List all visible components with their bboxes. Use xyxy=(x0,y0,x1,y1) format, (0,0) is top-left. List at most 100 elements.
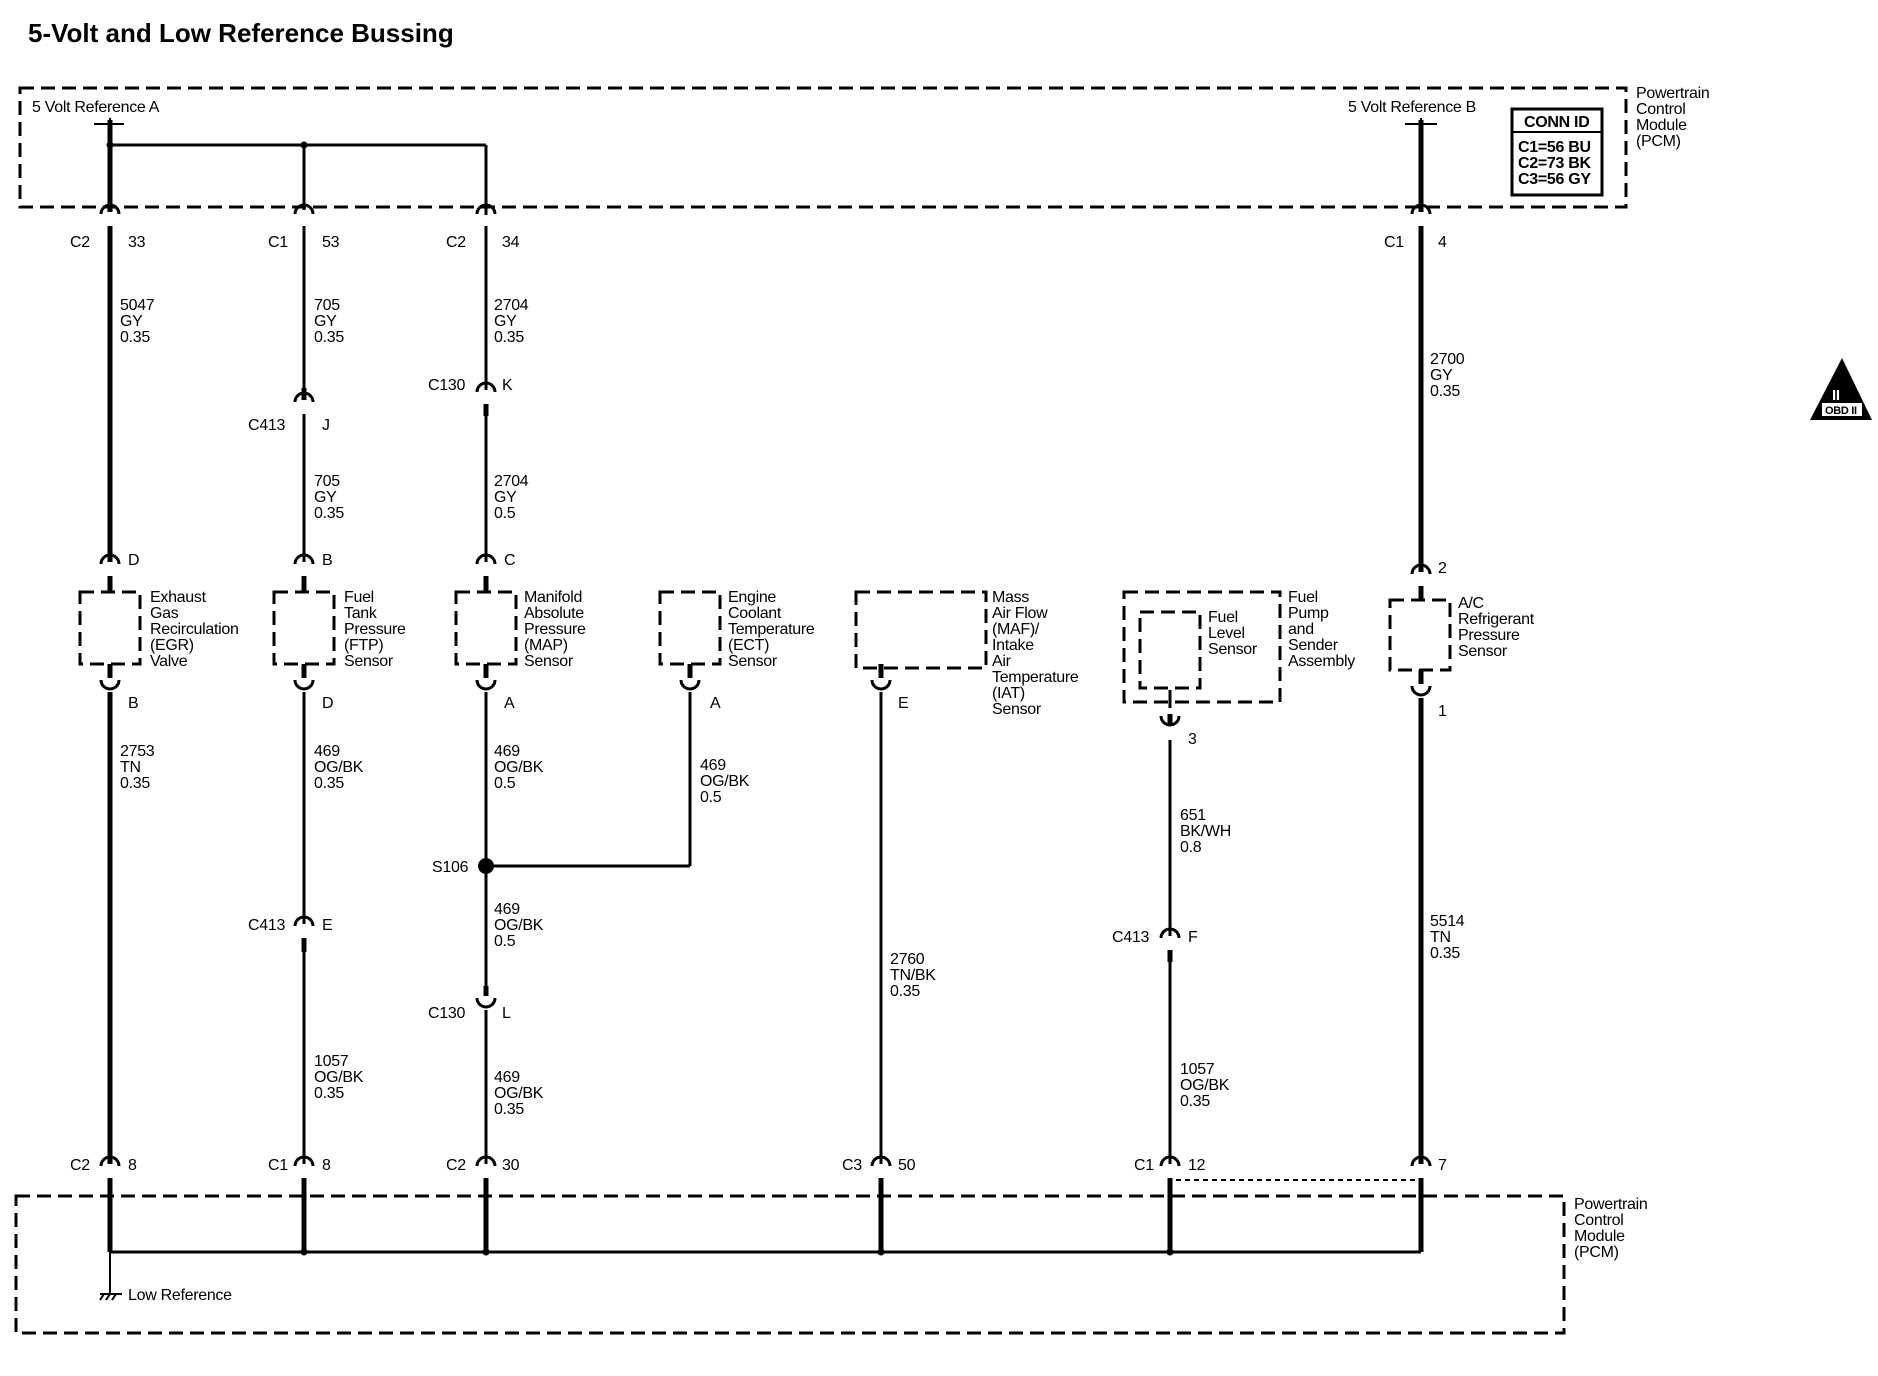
wire-color: GY xyxy=(120,313,143,330)
sensor-pin: C xyxy=(504,552,515,569)
splice-s106-dot xyxy=(478,858,494,874)
pcm-bottom-label-1: Powertrain xyxy=(1574,1196,1647,1213)
component-label: Temperature xyxy=(728,621,815,638)
wire-circuit: 469 xyxy=(700,757,726,774)
connector-id: C2 xyxy=(70,234,90,251)
wire-size: 0.35 xyxy=(314,1085,344,1102)
component-label: (MAF)/ xyxy=(992,621,1040,638)
inline-connector-labels: C413 J C130 K C413 E C130 L C413 F xyxy=(248,377,1198,1022)
fuel-level-sensor: Fuel Level Sensor xyxy=(1138,609,1258,690)
ground-icon xyxy=(99,1293,122,1301)
sensor-pin: B xyxy=(128,695,138,712)
component-label: Refrigerant xyxy=(1458,611,1535,628)
connector-id: C2 xyxy=(70,1157,90,1174)
conn-id-table: CONN ID C1=56 BU C2=73 BK C3=56 GY xyxy=(1510,107,1604,197)
sensor-pin: E xyxy=(898,695,908,712)
wire-color: GY xyxy=(494,489,517,506)
connector-pin: 30 xyxy=(502,1157,520,1174)
wire-size: 0.35 xyxy=(1430,945,1460,962)
obd-ii-glyph: II xyxy=(1832,387,1840,404)
pcm-top-label-3: Module xyxy=(1636,117,1687,134)
component-label: Recirculation xyxy=(150,621,239,638)
wire-circuit: 2760 xyxy=(890,951,925,968)
wire-circuit: 1057 xyxy=(1180,1061,1215,1078)
sensor-pin: B xyxy=(322,552,332,569)
conn-id-row: C2=73 BK xyxy=(1518,155,1591,172)
component-label: Manifold xyxy=(524,589,582,606)
component-label: Sensor xyxy=(1208,641,1258,658)
connector-pin: 8 xyxy=(322,1157,331,1174)
obd-ii-label: OBD II xyxy=(1825,405,1857,417)
map-sensor: Manifold Absolute Pressure (MAP) Sensor xyxy=(454,589,586,670)
conn-id-header: CONN ID xyxy=(1524,114,1589,131)
wire-size: 0.35 xyxy=(494,329,524,346)
sensor-pin: A xyxy=(710,695,721,712)
ref-b-label: 5 Volt Reference B xyxy=(1348,99,1476,116)
component-label: Air xyxy=(992,653,1012,670)
top-connector-labels: C2 33 C1 53 C2 34 C1 4 xyxy=(70,234,1447,251)
wire-color: GY xyxy=(314,489,337,506)
inline-connector-pin: F xyxy=(1188,929,1198,946)
wire-color: OG/BK xyxy=(494,917,544,934)
pcm-top-label-1: Powertrain xyxy=(1636,85,1709,102)
component-label: Fuel xyxy=(1208,609,1238,626)
ref-a-label: 5 Volt Reference A xyxy=(32,99,160,116)
wire-color: GY xyxy=(314,313,337,330)
ect-sensor: Engine Coolant Temperature (ECT) Sensor xyxy=(658,589,815,670)
component-label: Coolant xyxy=(728,605,782,622)
component-label: Level xyxy=(1208,625,1245,642)
connector-id: C1 xyxy=(1134,1157,1154,1174)
wire-size: 0.35 xyxy=(120,775,150,792)
connector-pin: 33 xyxy=(128,234,146,251)
wire-circuit: 2704 xyxy=(494,473,529,490)
component-label: Sensor xyxy=(992,701,1042,718)
wire-circuit: 5514 xyxy=(1430,913,1465,930)
pcm-top-label-4: (PCM) xyxy=(1636,133,1681,150)
connector-id: C1 xyxy=(1384,234,1404,251)
inline-connector-id: C413 xyxy=(1112,929,1149,946)
connector-id: C2 xyxy=(446,234,466,251)
wire-size: 0.5 xyxy=(494,933,516,950)
component-label: (ECT) xyxy=(728,637,769,654)
component-label: Sensor xyxy=(524,653,574,670)
component-label: Mass xyxy=(992,589,1029,606)
connector-pin: 4 xyxy=(1438,234,1447,251)
wire-size: 0.8 xyxy=(1180,839,1202,856)
component-label: Sensor xyxy=(344,653,394,670)
sensor-pin: D xyxy=(322,695,333,712)
conn-id-row: C1=56 BU xyxy=(1518,139,1591,156)
component-label: Absolute xyxy=(524,605,584,622)
connector-pin: 7 xyxy=(1438,1157,1447,1174)
wire-size: 0.35 xyxy=(314,775,344,792)
wire-color: OG/BK xyxy=(314,1069,364,1086)
component-label: (IAT) xyxy=(992,685,1025,702)
wire-circuit: 1057 xyxy=(314,1053,349,1070)
component-label: Sender xyxy=(1288,637,1339,654)
component-label: Pump xyxy=(1288,605,1329,622)
component-label: (FTP) xyxy=(344,637,383,654)
connector-pin: 34 xyxy=(502,234,520,251)
wire-size: 0.35 xyxy=(1430,383,1460,400)
component-label: (MAP) xyxy=(524,637,568,654)
sensor-pin: A xyxy=(504,695,515,712)
wire-circuit: 2753 xyxy=(120,743,155,760)
connector-id: C3 xyxy=(842,1157,862,1174)
component-label: Sensor xyxy=(728,653,778,670)
ftp-sensor: Fuel Tank Pressure (FTP) Sensor xyxy=(272,589,406,670)
connector-pin: 53 xyxy=(322,234,340,251)
component-label: (EGR) xyxy=(150,637,194,654)
component-label: Pressure xyxy=(1458,627,1520,644)
wire-color: GY xyxy=(494,313,517,330)
wire-color: TN xyxy=(1430,929,1451,946)
component-label: and xyxy=(1288,621,1314,638)
wire-size: 0.35 xyxy=(120,329,150,346)
pcm-bottom-module: Powertrain Control Module (PCM) Low Refe… xyxy=(14,1179,1648,1335)
wire-circuit: 5047 xyxy=(120,297,155,314)
wire-color: BK/WH xyxy=(1180,823,1231,840)
component-label: Assembly xyxy=(1288,653,1355,670)
wires xyxy=(107,120,1424,1252)
wire-circuit: 705 xyxy=(314,297,340,314)
splice-s106-label: S106 xyxy=(432,859,469,876)
pcm-bottom-label-2: Control xyxy=(1574,1212,1623,1229)
